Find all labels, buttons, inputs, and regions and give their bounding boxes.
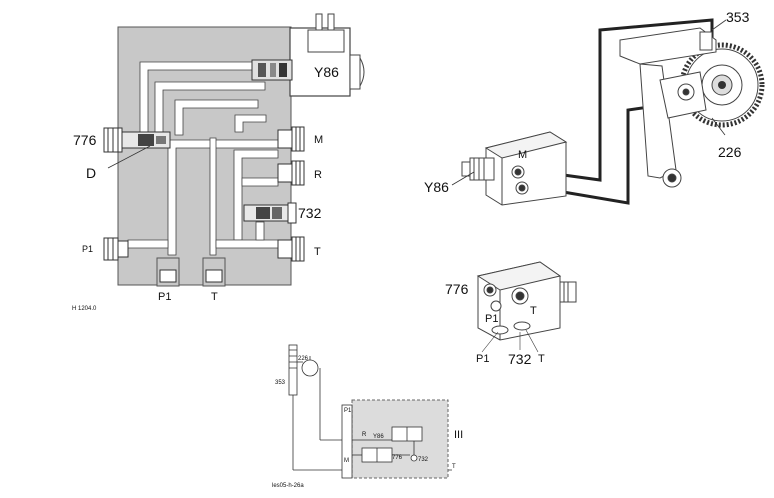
- schematic-section: 226 353 III Y86 776 732 R P1 T M les05-h…: [272, 344, 463, 489]
- label-732-block: 732: [298, 205, 322, 221]
- label-d: D: [86, 165, 96, 181]
- valve-732-cartridge: [243, 202, 297, 224]
- label-r-schematic: R: [362, 432, 367, 438]
- label-p1-schematic: P1: [344, 408, 352, 414]
- label-226-schematic: 226: [298, 356, 309, 362]
- governor-lever: [619, 19, 727, 188]
- label-port-m: M: [314, 134, 323, 146]
- label-y86-schematic: Y86: [373, 434, 384, 440]
- governor-valve-block: [461, 131, 568, 206]
- valve-776-cartridge: [103, 127, 171, 153]
- label-port-r: R: [314, 169, 322, 181]
- drawing-ref-schematic: les05-h-26a: [272, 483, 304, 489]
- leader-d: [107, 145, 151, 169]
- label-776-detail: 776: [445, 281, 469, 297]
- label-m-schematic: M: [344, 458, 349, 464]
- label-port-p1-bottom: P1: [158, 291, 171, 303]
- label-t-schematic: T: [452, 464, 456, 470]
- governor-section: 353 226 Y86 M: [424, 9, 765, 206]
- drawing-ref-block: H 1204.0: [72, 306, 97, 312]
- label-port-t-bottom: T: [211, 291, 218, 303]
- label-353: 353: [726, 9, 750, 25]
- label-m-governor: M: [518, 149, 527, 161]
- label-p1-detail-upper: P1: [485, 313, 498, 325]
- label-y86-block: Y86: [314, 64, 339, 80]
- block-detail-section: 776 P1 T P1 732 T: [445, 261, 577, 367]
- solenoid-y86: [251, 13, 365, 97]
- label-region-iii: III: [454, 429, 463, 441]
- left-port-p1-fitting: [103, 237, 129, 261]
- label-776-schematic: 776: [392, 455, 403, 461]
- label-p1-detail-lower: P1: [476, 353, 489, 365]
- valve-block-section: Y86 776 D M R 732 T P1 P1 T H 1204.0: [72, 13, 365, 312]
- label-353-schematic: 353: [275, 380, 286, 386]
- label-732-detail: 732: [508, 351, 532, 367]
- label-776-block: 776: [73, 132, 97, 148]
- label-226: 226: [718, 144, 742, 160]
- right-port-fittings: [277, 126, 305, 262]
- label-port-t-right: T: [314, 246, 321, 258]
- label-t-detail-lower: T: [538, 353, 545, 365]
- label-port-p1-left: P1: [82, 244, 93, 254]
- label-t-detail-upper: T: [530, 305, 537, 317]
- label-y86-governor: Y86: [424, 179, 449, 195]
- label-732-schematic: 732: [418, 457, 429, 463]
